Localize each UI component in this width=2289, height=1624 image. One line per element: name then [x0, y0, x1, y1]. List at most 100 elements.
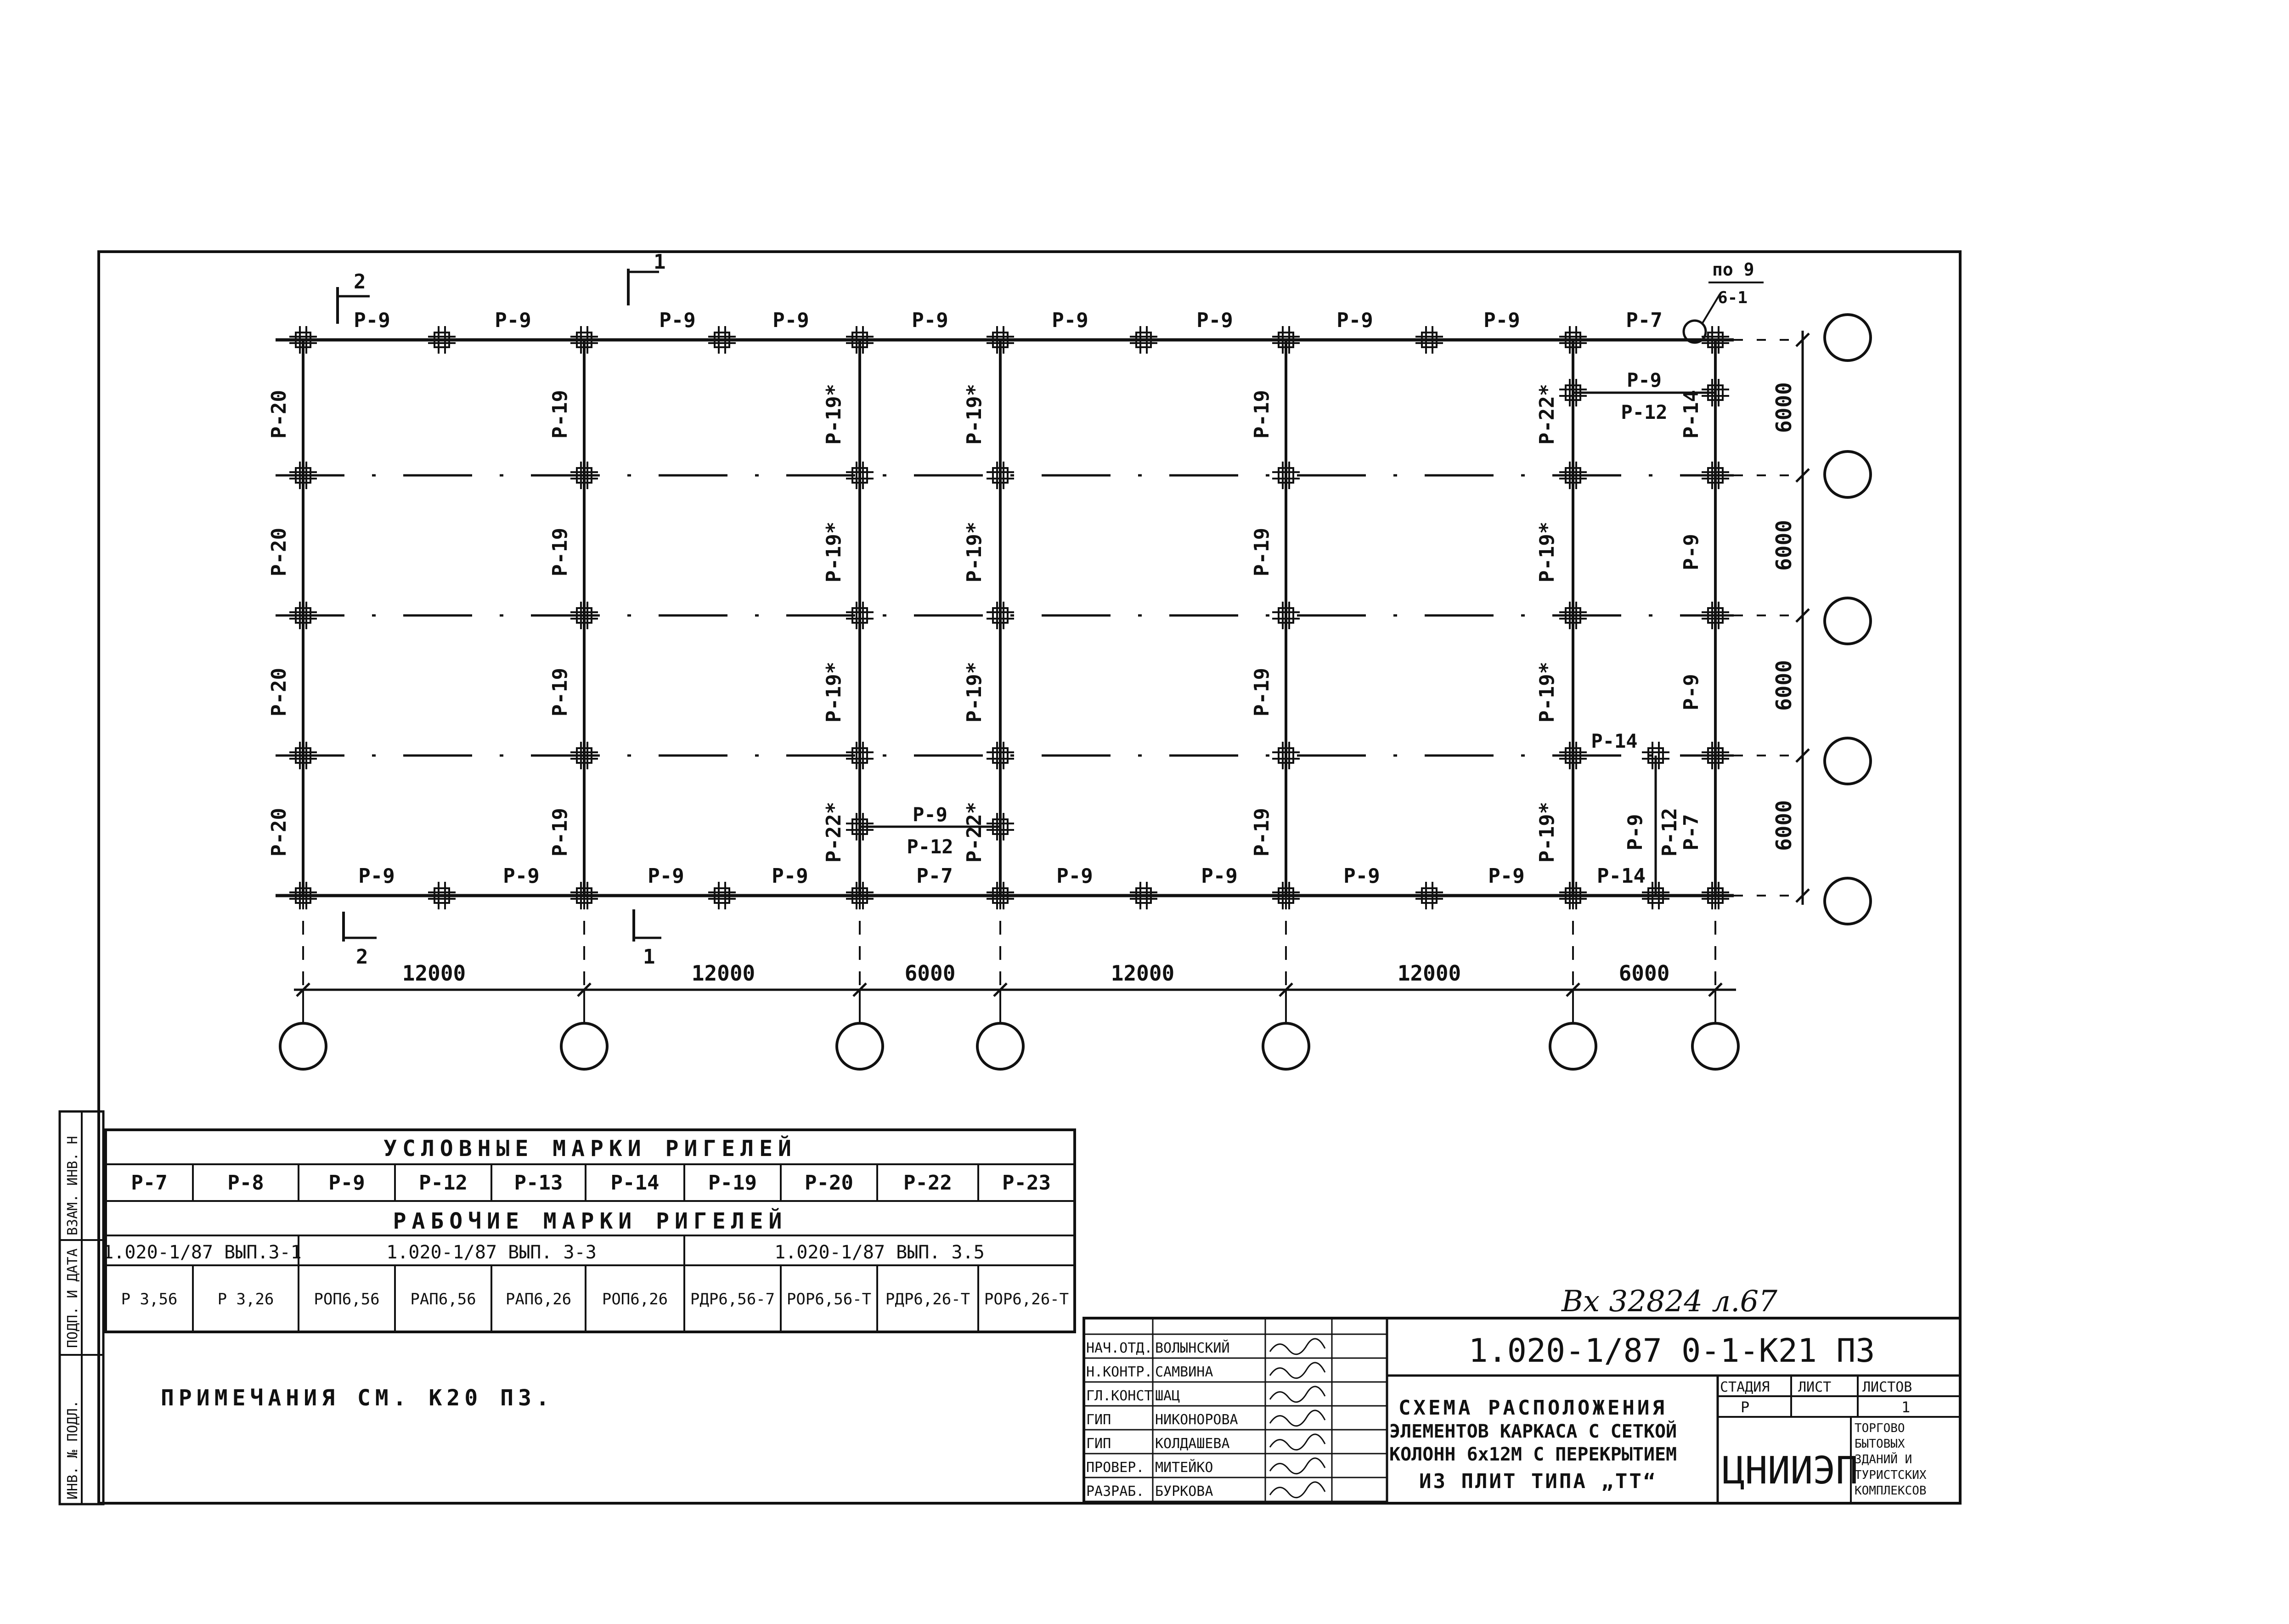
dimension-tick [1795, 468, 1810, 483]
beam-label-top: Р-9 [1196, 309, 1233, 332]
column-node [1415, 882, 1443, 909]
svg-text:1: 1 [654, 250, 666, 274]
column-node [289, 462, 317, 489]
svg-text:6-1: 6-1 [1718, 288, 1748, 307]
axis-bubble [1691, 1022, 1740, 1071]
handwritten-reference: Вх 32824 л.67 [1561, 1285, 1777, 1319]
signature-name: ШАЦ [1155, 1388, 1180, 1404]
legend-working-mark: РАП6,26 [506, 1290, 571, 1308]
column-node [1702, 602, 1729, 629]
beam-label-top: Р-9 [1336, 309, 1373, 332]
column-node [289, 326, 317, 354]
legend-title-2: РАБОЧИЕ МАРКИ РИГЕЛЕЙ [393, 1208, 788, 1234]
column-node [1702, 462, 1729, 489]
legend-working-mark: Р 3,56 [121, 1290, 178, 1308]
column-node [1272, 742, 1300, 769]
dimension-label-h: 12000 [1398, 961, 1461, 986]
beam-label-vertical: Р-22* [1535, 384, 1559, 445]
column-node [846, 742, 874, 769]
drawing-code: 1.020-1/87 0-1-К21 ПЗ [1468, 1332, 1875, 1370]
beam-label-vertical: Р-19* [1535, 802, 1559, 863]
sheet-header: ЛИСТ [1798, 1379, 1831, 1395]
signature-name: БУРКОВА [1155, 1483, 1213, 1500]
column-node [1272, 602, 1300, 629]
column-node [570, 326, 598, 354]
beam-label-bottom: Р-9 [1201, 864, 1237, 888]
inset-label: Р-14 [1591, 730, 1637, 752]
beam-label-top: Р-9 [495, 309, 531, 332]
beam-label-vertical: Р-19 [548, 668, 572, 716]
column-node [1559, 326, 1587, 354]
signature-role: НАЧ.ОТД. [1086, 1340, 1153, 1356]
column-node [1415, 326, 1443, 354]
column-node [987, 602, 1014, 629]
signature-name: КОЛДАШЕВА [1155, 1436, 1230, 1452]
column-node [570, 882, 598, 909]
signature-role: ГИП [1086, 1412, 1111, 1428]
column-node [1559, 602, 1587, 629]
dimension-label-v: 6000 [1771, 382, 1796, 433]
svg-text:2: 2 [356, 945, 368, 969]
organization: ЦНИИЭП [1722, 1449, 1858, 1493]
sheet-value: 1 [1901, 1398, 1910, 1416]
beam-label-bottom: Р-9 [1488, 864, 1524, 888]
legend-mark: Р-23 [1002, 1171, 1051, 1195]
column-node [987, 326, 1014, 354]
column-node [289, 742, 317, 769]
column-node [428, 882, 456, 909]
svg-text:1: 1 [643, 945, 655, 969]
side-strip-label-1: ИНВ. № ПОДЛ. [65, 1400, 81, 1500]
beam-label-top: Р-9 [659, 309, 695, 332]
signature-name: ВОЛЫНСКИЙ [1155, 1340, 1230, 1356]
beam-label-vertical: Р-20 [267, 668, 291, 716]
beam-label-top: Р-9 [1052, 309, 1088, 332]
signature-role: ГЛ.КОНСТ. [1086, 1388, 1161, 1404]
legend-mark: Р-9 [328, 1171, 365, 1195]
side-strip: ИНВ. № ПОДЛ. ПОДП. И ДАТА ВЗАМ. ИНВ. Н [58, 1110, 105, 1506]
beam-label-vertical: Р-9 [1624, 814, 1647, 850]
axis-bubble [560, 1022, 609, 1071]
legend-mark: Р-13 [514, 1171, 563, 1195]
signature-name: НИКОНОРОВА [1155, 1412, 1238, 1428]
column-node [1272, 326, 1300, 354]
dimension-label-h: 6000 [905, 961, 956, 986]
dimension-label-v: 6000 [1771, 520, 1796, 571]
beam-label-vertical: Р-9 [1680, 534, 1703, 570]
dimension-label-v: 6000 [1771, 800, 1796, 851]
legend-mark: Р-22 [903, 1171, 952, 1195]
legend-series: 1.020-1/87 ВЫП.3-1 [102, 1242, 301, 1263]
organization-subtitle: БЫТОВЫХ [1855, 1437, 1905, 1451]
legend-working-mark: РОР6,26-Т [984, 1290, 1069, 1308]
title-block: НАЧ.ОТД.Н.КОНТР.ГЛ.КОНСТ.ГИПГИППРОВЕР.РА… [1082, 1317, 1962, 1505]
detail-reference: по 9 6-1 [1682, 259, 1764, 344]
legend-working-mark: РАП6,56 [410, 1290, 476, 1308]
column-node [1130, 326, 1157, 354]
axis-bubble [1823, 877, 1872, 925]
beam-label-vertical: Р-19* [963, 384, 986, 445]
column-node [1702, 882, 1729, 909]
axis-bubble [835, 1022, 884, 1071]
signature-scribble [1269, 1410, 1326, 1427]
dimension-label-h: 12000 [692, 961, 755, 986]
axis-bubble [976, 1022, 1025, 1071]
legend-working-mark: РДР6,26-Т [885, 1290, 970, 1308]
section-mark-1-bottom: 1 [632, 909, 661, 969]
beam-label-top: Р-9 [354, 309, 390, 332]
dimension-tick [1795, 748, 1810, 763]
beam-label-vertical: Р-14 [1680, 390, 1703, 439]
note: ПРИМЕЧАНИЯ СМ. К20 ПЗ. [161, 1385, 554, 1411]
svg-text:2: 2 [354, 270, 366, 293]
signature-scribble [1269, 1481, 1326, 1499]
side-strip-label-3: ВЗАМ. ИНВ. Н [65, 1136, 81, 1235]
column-node [708, 326, 736, 354]
dimension-label-v: 6000 [1771, 660, 1796, 711]
legend-series: 1.020-1/87 ВЫП. 3-3 [386, 1242, 597, 1263]
section-mark-1-top: 1 [627, 250, 666, 305]
legend-working-mark: Р 3,26 [218, 1290, 274, 1308]
column-node [987, 742, 1014, 769]
column-node [570, 602, 598, 629]
beam-label-vertical: Р-9 [1680, 674, 1703, 710]
organization-subtitle: ТУРИСТСКИХ [1855, 1468, 1927, 1482]
